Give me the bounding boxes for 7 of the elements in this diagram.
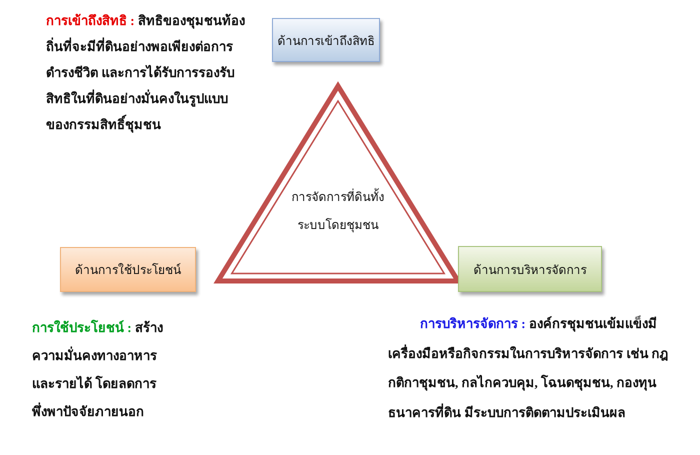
description-text: การเข้าถึงสิทธิ : สิทธิของชุมชนท้องถิ่นที่จะมีที่ดินอย่างพอเพียงต่อการดำรงชีวิต และการได้รับการรองรับสิทธิในที่ดินอย่างมั่นคงในรูปแบบของกรรมสิทธิ์ชุมชน: [46, 12, 246, 135]
category-box: ด้านการใช้ประโยชน์: [60, 247, 196, 292]
triangle-label: การจัดการที่ดินทั้งระบบโดยชุมชน: [290, 187, 386, 234]
description-text: การบริหารจัดการ : องค์กรชุมชนเข้มแข็งมีเครื่องมือหรือกิจกรรมในการบริหารจัดการ เช่น กฎกติกาชุมชน, กลไกควบคุม, โฉนดชุมชน, กองทุนธนาคารที่ดิน มีระบบการติดตามประเมินผล: [388, 314, 670, 422]
category-box: ด้านการบริหารจัดการ: [458, 246, 602, 292]
description-text: การใช้ประโยชน์ : สร้างความมั่นคงทางอาหารและรายได้ โดยลดการพึ่งพาปัจจัยภายนอก: [32, 318, 164, 421]
category-box: ด้านการเข้าถึงสิทธิ: [272, 18, 380, 62]
